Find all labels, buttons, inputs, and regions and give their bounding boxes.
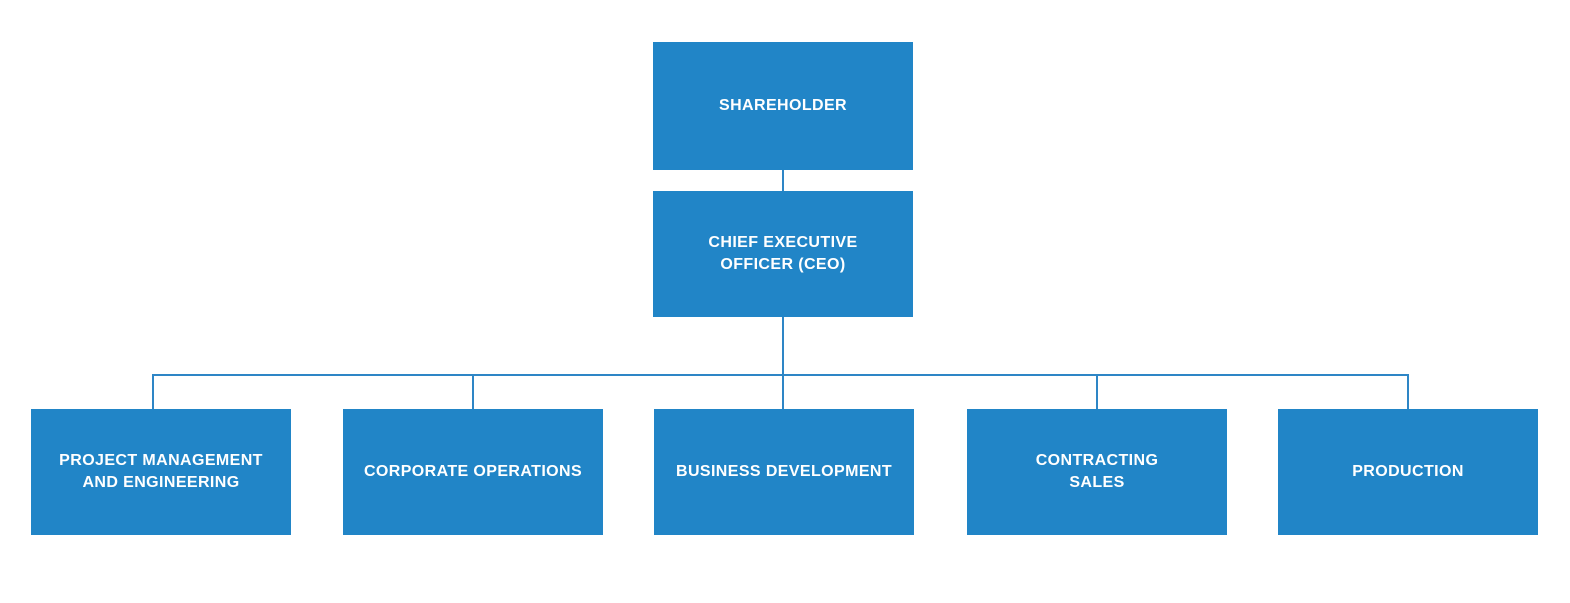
connector-drop-corporate-operations: [472, 374, 474, 409]
connector-ceo-trunk: [782, 317, 784, 409]
connector-drop-production: [1407, 374, 1409, 409]
connector-drop-project-management: [152, 374, 154, 409]
org-node-project-management-and-engineering: PROJECT MANAGEMENT AND ENGINEERING: [31, 409, 291, 535]
org-node-production: PRODUCTION: [1278, 409, 1538, 535]
org-node-shareholder: SHAREHOLDER: [653, 42, 913, 170]
org-node-ceo: CHIEF EXECUTIVE OFFICER (CEO): [653, 191, 913, 317]
org-node-business-development: BUSINESS DEVELOPMENT: [654, 409, 914, 535]
connector-horizontal-bar: [152, 374, 1409, 376]
connector-drop-contracting-sales: [1096, 374, 1098, 409]
connector-shareholder-ceo: [782, 170, 784, 191]
org-node-corporate-operations: CORPORATE OPERATIONS: [343, 409, 603, 535]
org-node-contracting-sales: CONTRACTING SALES: [967, 409, 1227, 535]
